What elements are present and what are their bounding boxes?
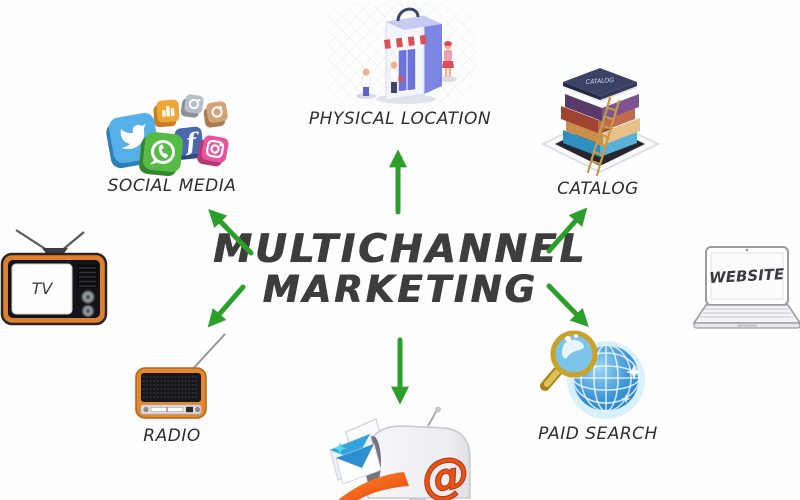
channel-paid-search	[538, 328, 663, 424]
radio-icon	[135, 333, 226, 419]
catalog-label: CATALOG	[557, 179, 639, 199]
arrow-lower-left-icon	[207, 284, 246, 328]
title-line-1: MULTICHANNEL	[212, 227, 588, 272]
paid-search-label: PAID SEARCH	[538, 424, 658, 444]
diagram-title: MULTICHANNEL MARKETING	[0, 227, 800, 311]
title-line-2: MARKETING	[262, 267, 538, 311]
social-media-icon: f	[106, 94, 229, 177]
physical-location-icon	[328, 2, 476, 106]
channel-catalog: CATALOG	[538, 60, 663, 178]
catalog-book-title: CATALOG	[585, 77, 614, 86]
social-media-label: SOCIAL MEDIA	[107, 176, 237, 196]
arrow-upper-right-icon	[546, 207, 588, 254]
channel-tv: TV	[0, 228, 112, 330]
channel-email: @	[310, 406, 495, 500]
channel-radio	[120, 330, 232, 428]
channel-physical-location	[328, 2, 476, 108]
tv-icon: TV	[0, 229, 108, 326]
website-screen-label: WEBSITE	[709, 265, 786, 287]
arrow-lower-right-icon	[546, 283, 589, 328]
arrow-upper-left-icon	[208, 208, 254, 256]
email-at-symbol: @	[418, 445, 473, 500]
tv-screen-label: TV	[32, 279, 54, 298]
physical-location-label: PHYSICAL LOCATION	[308, 109, 492, 129]
channel-website: WEBSITE	[688, 243, 800, 339]
radio-label: RADIO	[143, 426, 201, 446]
paid-search-icon	[540, 330, 645, 419]
website-icon: WEBSITE	[692, 246, 800, 329]
email-mailbox-icon: @	[329, 406, 474, 500]
catalog-icon: CATALOG	[541, 68, 660, 177]
channel-social-media: f	[105, 88, 235, 183]
